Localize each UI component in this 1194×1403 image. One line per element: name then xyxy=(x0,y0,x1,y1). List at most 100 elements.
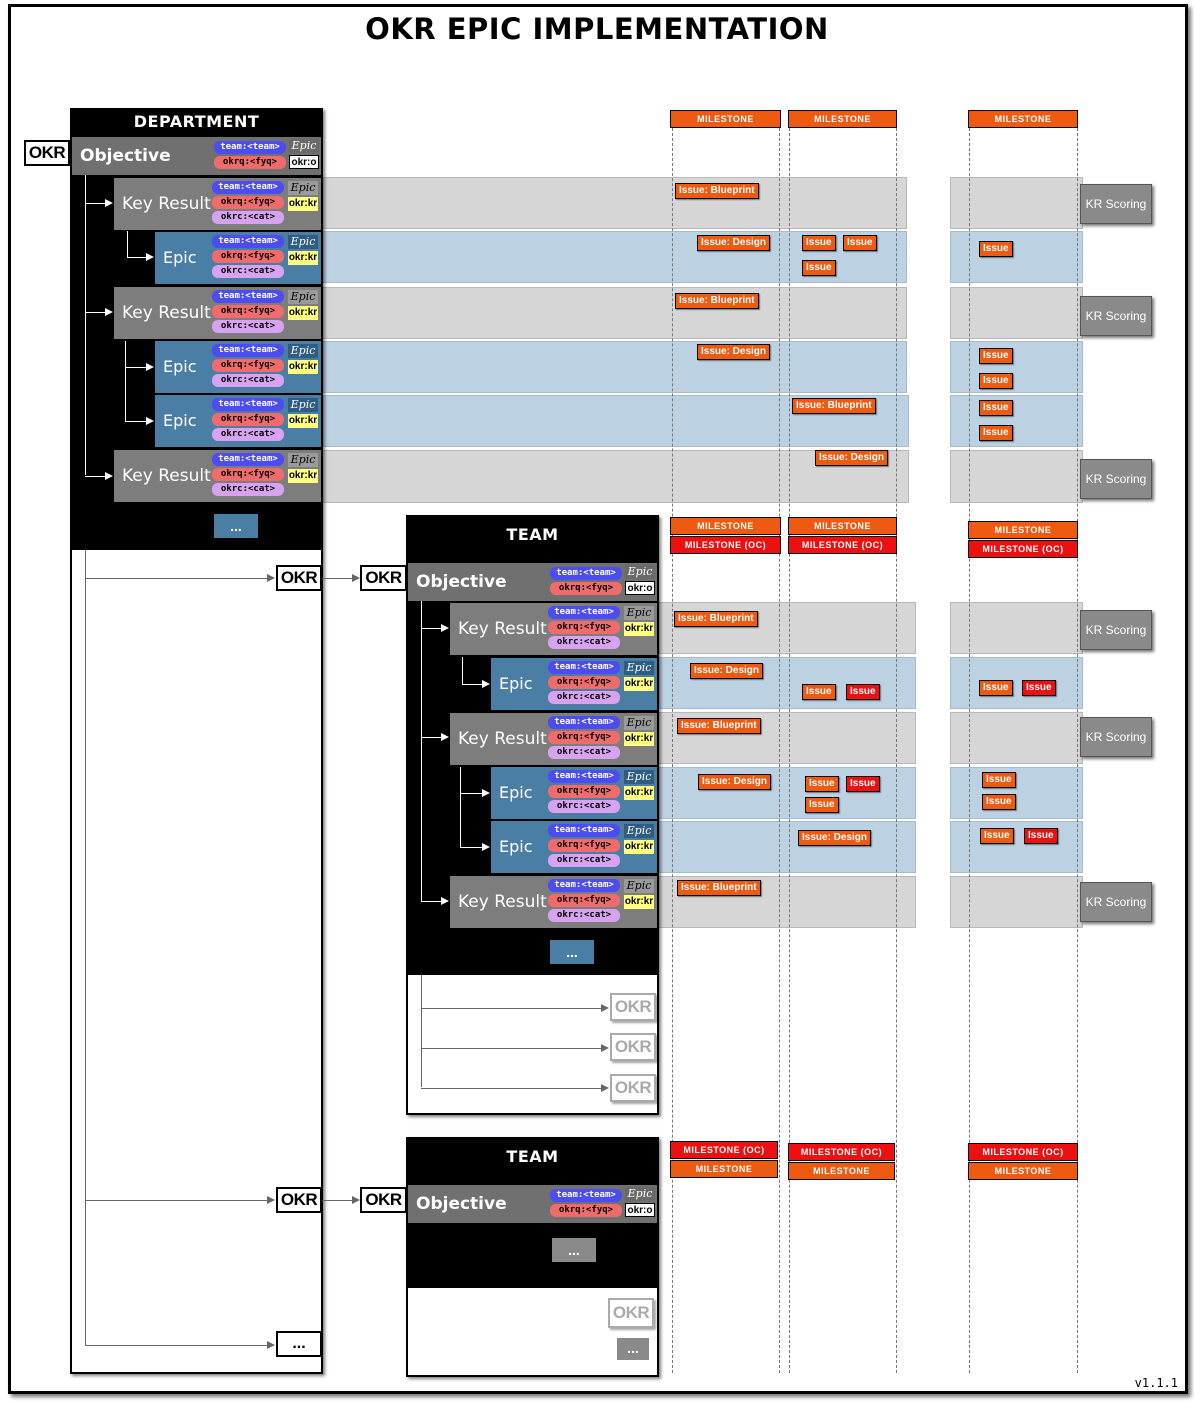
objective-label: Objective xyxy=(80,146,171,166)
milestone-marker[interactable]: MILESTONE xyxy=(788,110,897,128)
key-result-label: Key Result xyxy=(122,466,211,486)
okr-link-box[interactable]: OKR xyxy=(276,565,322,591)
epic-badge: Epic xyxy=(624,661,654,675)
okr-link-box[interactable]: OKR xyxy=(610,1074,656,1102)
issue-card[interactable]: Issue xyxy=(979,425,1013,441)
issue-card[interactable]: Issue xyxy=(982,772,1016,788)
key-result-lane xyxy=(656,602,916,654)
epic-label: Epic xyxy=(499,783,533,802)
issue-card[interactable]: Issue xyxy=(982,794,1016,810)
issue-card[interactable]: Issue: Design xyxy=(698,774,772,790)
tag-okrc: okrc:<cat> xyxy=(212,483,284,496)
issue-card[interactable]: Issue xyxy=(979,348,1013,364)
milestone-oc-marker[interactable]: MILESTONE (OC) xyxy=(968,1143,1078,1161)
okr-type-tag: okr:kr xyxy=(288,197,318,211)
milestone-marker[interactable]: MILESTONE xyxy=(788,517,897,535)
issue-card[interactable]: Issue xyxy=(1022,680,1056,696)
okr-link-box[interactable]: OKR xyxy=(24,140,70,166)
connector-line xyxy=(462,684,483,685)
epic-badge: Epic xyxy=(624,716,654,730)
issue-card[interactable]: Issue: Design xyxy=(798,830,872,846)
tag-team: team:<team> xyxy=(548,879,620,892)
issue-card[interactable]: Issue: Design xyxy=(815,450,889,466)
milestone-marker[interactable]: MILESTONE xyxy=(670,1160,778,1178)
epic-badge: Epic xyxy=(624,606,654,620)
more-button[interactable]: ... xyxy=(276,1331,322,1357)
tag-okrc: okrc:<cat> xyxy=(212,428,284,441)
issue-card[interactable]: Issue: Blueprint xyxy=(792,398,876,414)
milestone-marker[interactable]: MILESTONE xyxy=(670,517,781,535)
kr-scoring-box[interactable]: KR Scoring xyxy=(1080,184,1152,224)
issue-card[interactable]: Issue: Design xyxy=(697,344,771,360)
milestone-oc-marker[interactable]: MILESTONE (OC) xyxy=(788,1143,895,1161)
issue-card[interactable]: Issue xyxy=(802,260,836,276)
more-button[interactable]: ... xyxy=(617,1338,649,1360)
kr-scoring-box[interactable]: KR Scoring xyxy=(1080,296,1152,336)
issue-card[interactable]: Issue xyxy=(805,776,839,792)
more-button[interactable]: ... xyxy=(214,514,258,538)
issue-card[interactable]: Issue: Blueprint xyxy=(677,880,761,896)
milestone-marker[interactable]: MILESTONE xyxy=(968,521,1078,539)
milestone-marker[interactable]: MILESTONE xyxy=(968,110,1078,128)
key-result-label: Key Result xyxy=(458,729,547,749)
milestone-column-line xyxy=(672,128,673,1373)
okr-link-box[interactable]: OKR xyxy=(608,1298,654,1328)
issue-card[interactable]: Issue xyxy=(846,776,880,792)
tag-team: team:<team> xyxy=(212,181,284,194)
milestone-oc-marker[interactable]: MILESTONE (OC) xyxy=(670,1141,778,1159)
tag-okrq: okrq:<fyq> xyxy=(548,676,620,689)
okr-type-tag: okr:kr xyxy=(624,622,654,636)
connector-line xyxy=(421,601,422,901)
issue-card[interactable]: Issue xyxy=(843,235,877,251)
milestone-marker[interactable]: MILESTONE xyxy=(788,1162,895,1180)
department-title: DEPARTMENT xyxy=(133,112,260,131)
issue-card[interactable]: Issue: Blueprint xyxy=(677,718,761,734)
objective-label: Objective xyxy=(416,1194,507,1214)
issue-card[interactable]: Issue: Design xyxy=(697,235,771,251)
connector-line xyxy=(421,628,442,629)
tag-okrq: okrq:<fyq> xyxy=(548,894,620,907)
issue-card[interactable]: Issue xyxy=(846,684,880,700)
okr-type-tag: okr:kr xyxy=(288,414,318,428)
okr-link-box[interactable]: OKR xyxy=(360,565,407,591)
issue-card[interactable]: Issue xyxy=(802,235,836,251)
kr-scoring-box[interactable]: KR Scoring xyxy=(1080,717,1152,757)
connector-line xyxy=(125,367,147,368)
milestone-oc-marker[interactable]: MILESTONE (OC) xyxy=(670,536,781,554)
okr-link-box[interactable]: OKR xyxy=(610,1033,656,1061)
more-button[interactable]: ... xyxy=(552,1238,596,1262)
connector-line xyxy=(460,767,461,847)
more-button[interactable]: ... xyxy=(550,940,594,964)
milestone-oc-marker[interactable]: MILESTONE (OC) xyxy=(788,536,897,554)
milestone-column-line xyxy=(896,128,897,1373)
okr-link-box[interactable]: OKR xyxy=(610,993,656,1021)
connector-line xyxy=(421,975,422,1087)
milestone-oc-marker[interactable]: MILESTONE (OC) xyxy=(968,540,1078,558)
arrow-head xyxy=(601,1044,609,1052)
milestone-marker[interactable]: MILESTONE xyxy=(968,1162,1078,1180)
kr-scoring-box[interactable]: KR Scoring xyxy=(1080,459,1152,499)
okr-link-box[interactable]: OKR xyxy=(360,1187,407,1213)
issue-card[interactable]: Issue xyxy=(980,828,1014,844)
milestone-marker[interactable]: MILESTONE xyxy=(670,110,781,128)
issue-card[interactable]: Issue: Blueprint xyxy=(675,293,759,309)
connector-line xyxy=(462,657,463,684)
kr-scoring-box[interactable]: KR Scoring xyxy=(1080,610,1152,650)
issue-card[interactable]: Issue xyxy=(979,680,1013,696)
issue-card[interactable]: Issue: Blueprint xyxy=(674,611,758,627)
issue-card[interactable]: Issue xyxy=(979,373,1013,389)
okr-type-tag: okr:o xyxy=(625,581,655,595)
issue-card[interactable]: Issue: Blueprint xyxy=(675,183,759,199)
tag-okrc: okrc:<cat> xyxy=(212,374,284,387)
issue-card[interactable]: Issue xyxy=(802,684,836,700)
issue-card[interactable]: Issue xyxy=(979,241,1013,257)
arrow-head xyxy=(267,574,275,582)
team-title: TEAM xyxy=(506,1147,559,1166)
issue-card[interactable]: Issue xyxy=(979,400,1013,416)
issue-card[interactable]: Issue: Design xyxy=(690,663,764,679)
okr-link-box[interactable]: OKR xyxy=(276,1187,322,1213)
kr-scoring-box[interactable]: KR Scoring xyxy=(1080,882,1152,922)
tag-okrc: okrc:<cat> xyxy=(548,909,620,922)
issue-card[interactable]: Issue xyxy=(1024,828,1058,844)
issue-card[interactable]: Issue xyxy=(805,797,839,813)
